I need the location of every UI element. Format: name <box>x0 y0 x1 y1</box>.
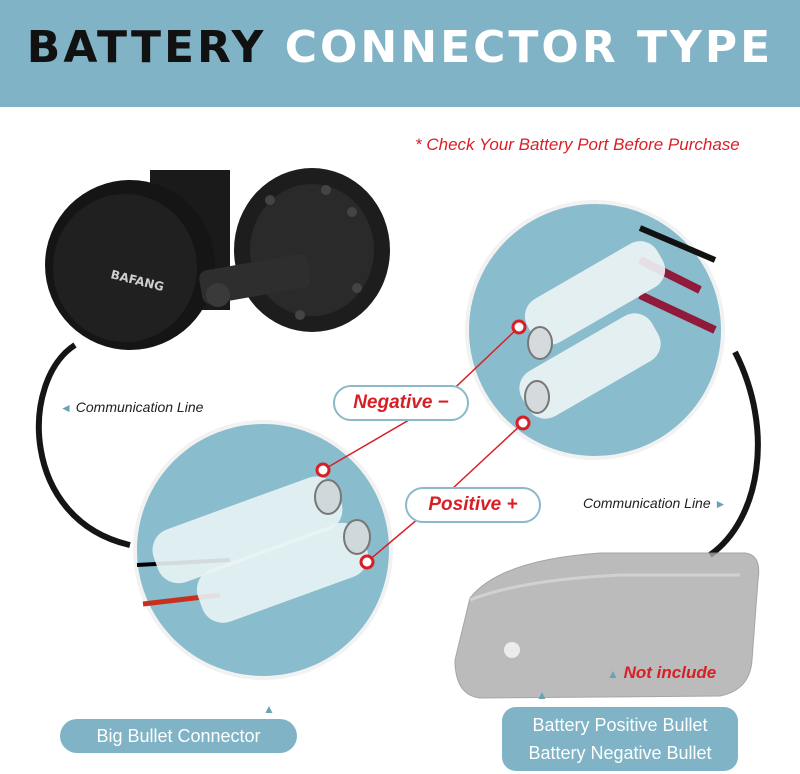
negative-label: Negative − <box>333 385 469 421</box>
not-include-note: ▲ Not include <box>607 663 716 683</box>
battery-image <box>454 552 760 699</box>
not-include-label: Not include <box>623 663 717 682</box>
purchase-notice: * Check Your Battery Port Before Purchas… <box>415 135 740 154</box>
communication-cable-right <box>708 350 761 558</box>
communication-line-right-label: Communication Line <box>583 495 711 511</box>
motor-image: BAFANG <box>45 168 390 350</box>
pointer-left-icon: ◄ <box>60 401 72 415</box>
positive-label: Positive + <box>405 487 541 523</box>
big-bullet-label: Big Bullet Connector <box>60 719 297 753</box>
battery-bullet-label: Battery Positive Bullet Battery Negative… <box>502 707 738 771</box>
communication-line-left: ◄ Communication Line <box>60 399 203 415</box>
positive-point-right <box>515 415 531 431</box>
page-title: BATTERY CONNECTOR TYPE <box>0 22 800 73</box>
pointer-up-icon: ▲ <box>607 667 619 681</box>
big-bullet-connector-image <box>133 420 393 680</box>
communication-line-right: Communication Line ► <box>583 495 726 511</box>
communication-cable-left <box>36 342 131 548</box>
battery-negative-label: Battery Negative Bullet <box>528 743 712 763</box>
negative-point-left <box>315 462 331 478</box>
title-banner <box>0 0 800 107</box>
battery-positive-label: Battery Positive Bullet <box>532 715 708 735</box>
battery-bullet-pointer-icon: ▲ <box>536 688 548 702</box>
title-part-dark: BATTERY <box>26 22 267 73</box>
big-bullet-pointer-icon: ▲ <box>263 702 275 716</box>
battery-bullet-image <box>465 200 725 460</box>
positive-point-left <box>359 554 375 570</box>
negative-point-right <box>511 319 527 335</box>
title-part-light: CONNECTOR TYPE <box>284 22 774 73</box>
pointer-right-icon: ► <box>714 497 727 511</box>
communication-line-left-label: Communication Line <box>75 399 204 415</box>
